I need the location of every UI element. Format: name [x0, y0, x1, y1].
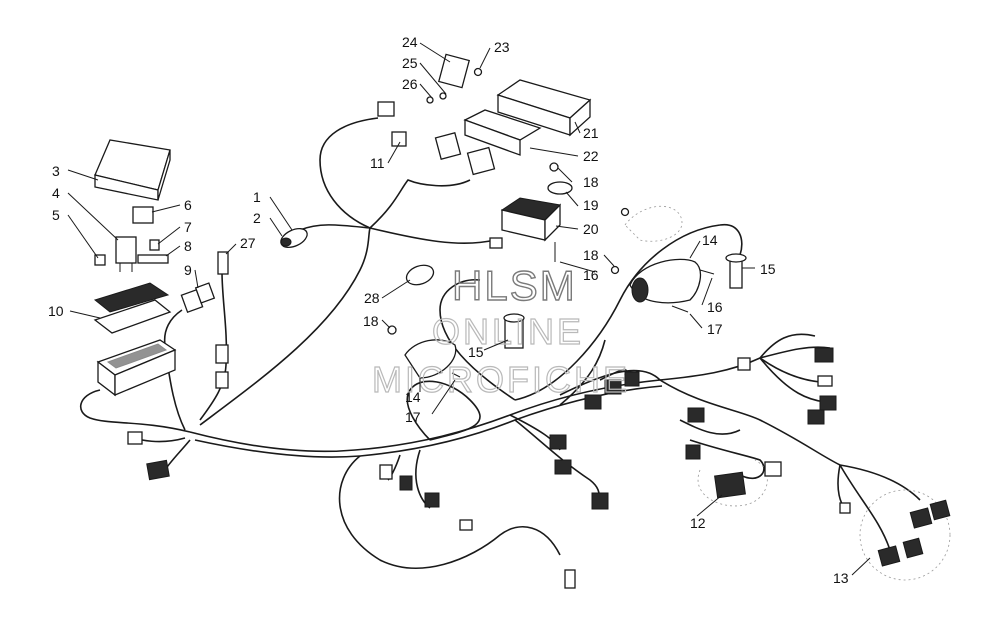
callout-26: 26	[402, 76, 418, 92]
callout-16-top: 16	[583, 267, 599, 283]
relay	[115, 236, 137, 272]
screw-26	[426, 92, 447, 104]
grommet-28	[405, 264, 435, 286]
callout-numbers: 1 2 3 4 5 6 7 8 9 10 11 12 13 14 14 15 1…	[48, 34, 849, 586]
callout-15-left: 15	[468, 344, 484, 360]
spark-plug-cap-left	[503, 313, 525, 349]
callout-1: 1	[253, 189, 261, 205]
callout-19: 19	[583, 197, 599, 213]
callout-20: 20	[583, 221, 599, 237]
leader-lines	[67, 42, 871, 576]
callout-23: 23	[494, 39, 510, 55]
callout-7: 7	[184, 219, 192, 235]
circuit-board	[93, 282, 170, 313]
ignition-coil	[629, 258, 702, 304]
callout-2: 2	[253, 210, 261, 226]
callout-15-right: 15	[760, 261, 776, 277]
callout-18-right: 18	[583, 247, 599, 263]
nut-18-right	[610, 207, 630, 275]
fuse-box-gasket	[93, 299, 172, 334]
ignition-coil-left	[404, 339, 457, 379]
callout-3: 3	[52, 163, 60, 179]
watermark: HLSM ONLINE MICROFICHE	[371, 261, 630, 400]
callout-17-right: 17	[707, 321, 723, 337]
fuse-block	[96, 339, 177, 397]
fuse-strip	[137, 254, 169, 264]
callout-28: 28	[364, 290, 380, 306]
callout-14-right: 14	[702, 232, 718, 248]
callout-8: 8	[184, 238, 192, 254]
callout-10: 10	[48, 303, 64, 319]
fuse-small	[94, 254, 106, 266]
callout-22: 22	[583, 148, 599, 164]
callout-18-left: 18	[363, 313, 379, 329]
ecu-bracket	[463, 109, 542, 156]
starter-motor	[624, 206, 683, 242]
watermark-line2: ONLINE	[432, 311, 584, 352]
watermark-line1: HLSM	[452, 262, 577, 309]
callout-5: 5	[52, 207, 60, 223]
callout-9: 9	[184, 262, 192, 278]
sensor-1	[280, 227, 308, 249]
voltage-regulator	[500, 197, 562, 242]
spacer-19	[547, 181, 573, 195]
callout-25: 25	[402, 55, 418, 71]
spark-plug-cap-right	[725, 253, 747, 289]
callout-13: 13	[833, 570, 849, 586]
relay-small	[132, 206, 154, 224]
bolt-17-right	[671, 305, 689, 313]
bracket-24	[437, 53, 471, 89]
watermark-line3: MICROFICHE	[372, 359, 630, 400]
connector-11	[377, 101, 496, 176]
callout-18-top: 18	[583, 174, 599, 190]
callout-16-right: 16	[707, 299, 723, 315]
callout-21: 21	[583, 125, 599, 141]
callout-6: 6	[184, 197, 192, 213]
callout-27: 27	[240, 235, 256, 251]
nut-18-top	[549, 162, 559, 172]
bolt-17-left	[451, 372, 461, 378]
bolt-16-right	[699, 269, 715, 275]
callout-11: 11	[370, 155, 385, 171]
callout-12: 12	[690, 515, 706, 531]
callout-14-left: 14	[405, 389, 421, 405]
callout-17-left: 17	[405, 409, 421, 425]
connector-9	[180, 282, 216, 314]
ecu-module	[496, 79, 592, 137]
callout-4: 4	[52, 185, 60, 201]
screw-23	[473, 67, 483, 77]
callout-24: 24	[402, 34, 418, 50]
connector-12	[697, 459, 782, 507]
harness-connectors	[127, 237, 851, 589]
fuse-blade	[149, 239, 160, 251]
fuse-box-cover	[94, 139, 171, 201]
sensor-27	[215, 251, 229, 389]
connector-group-13	[859, 489, 951, 581]
